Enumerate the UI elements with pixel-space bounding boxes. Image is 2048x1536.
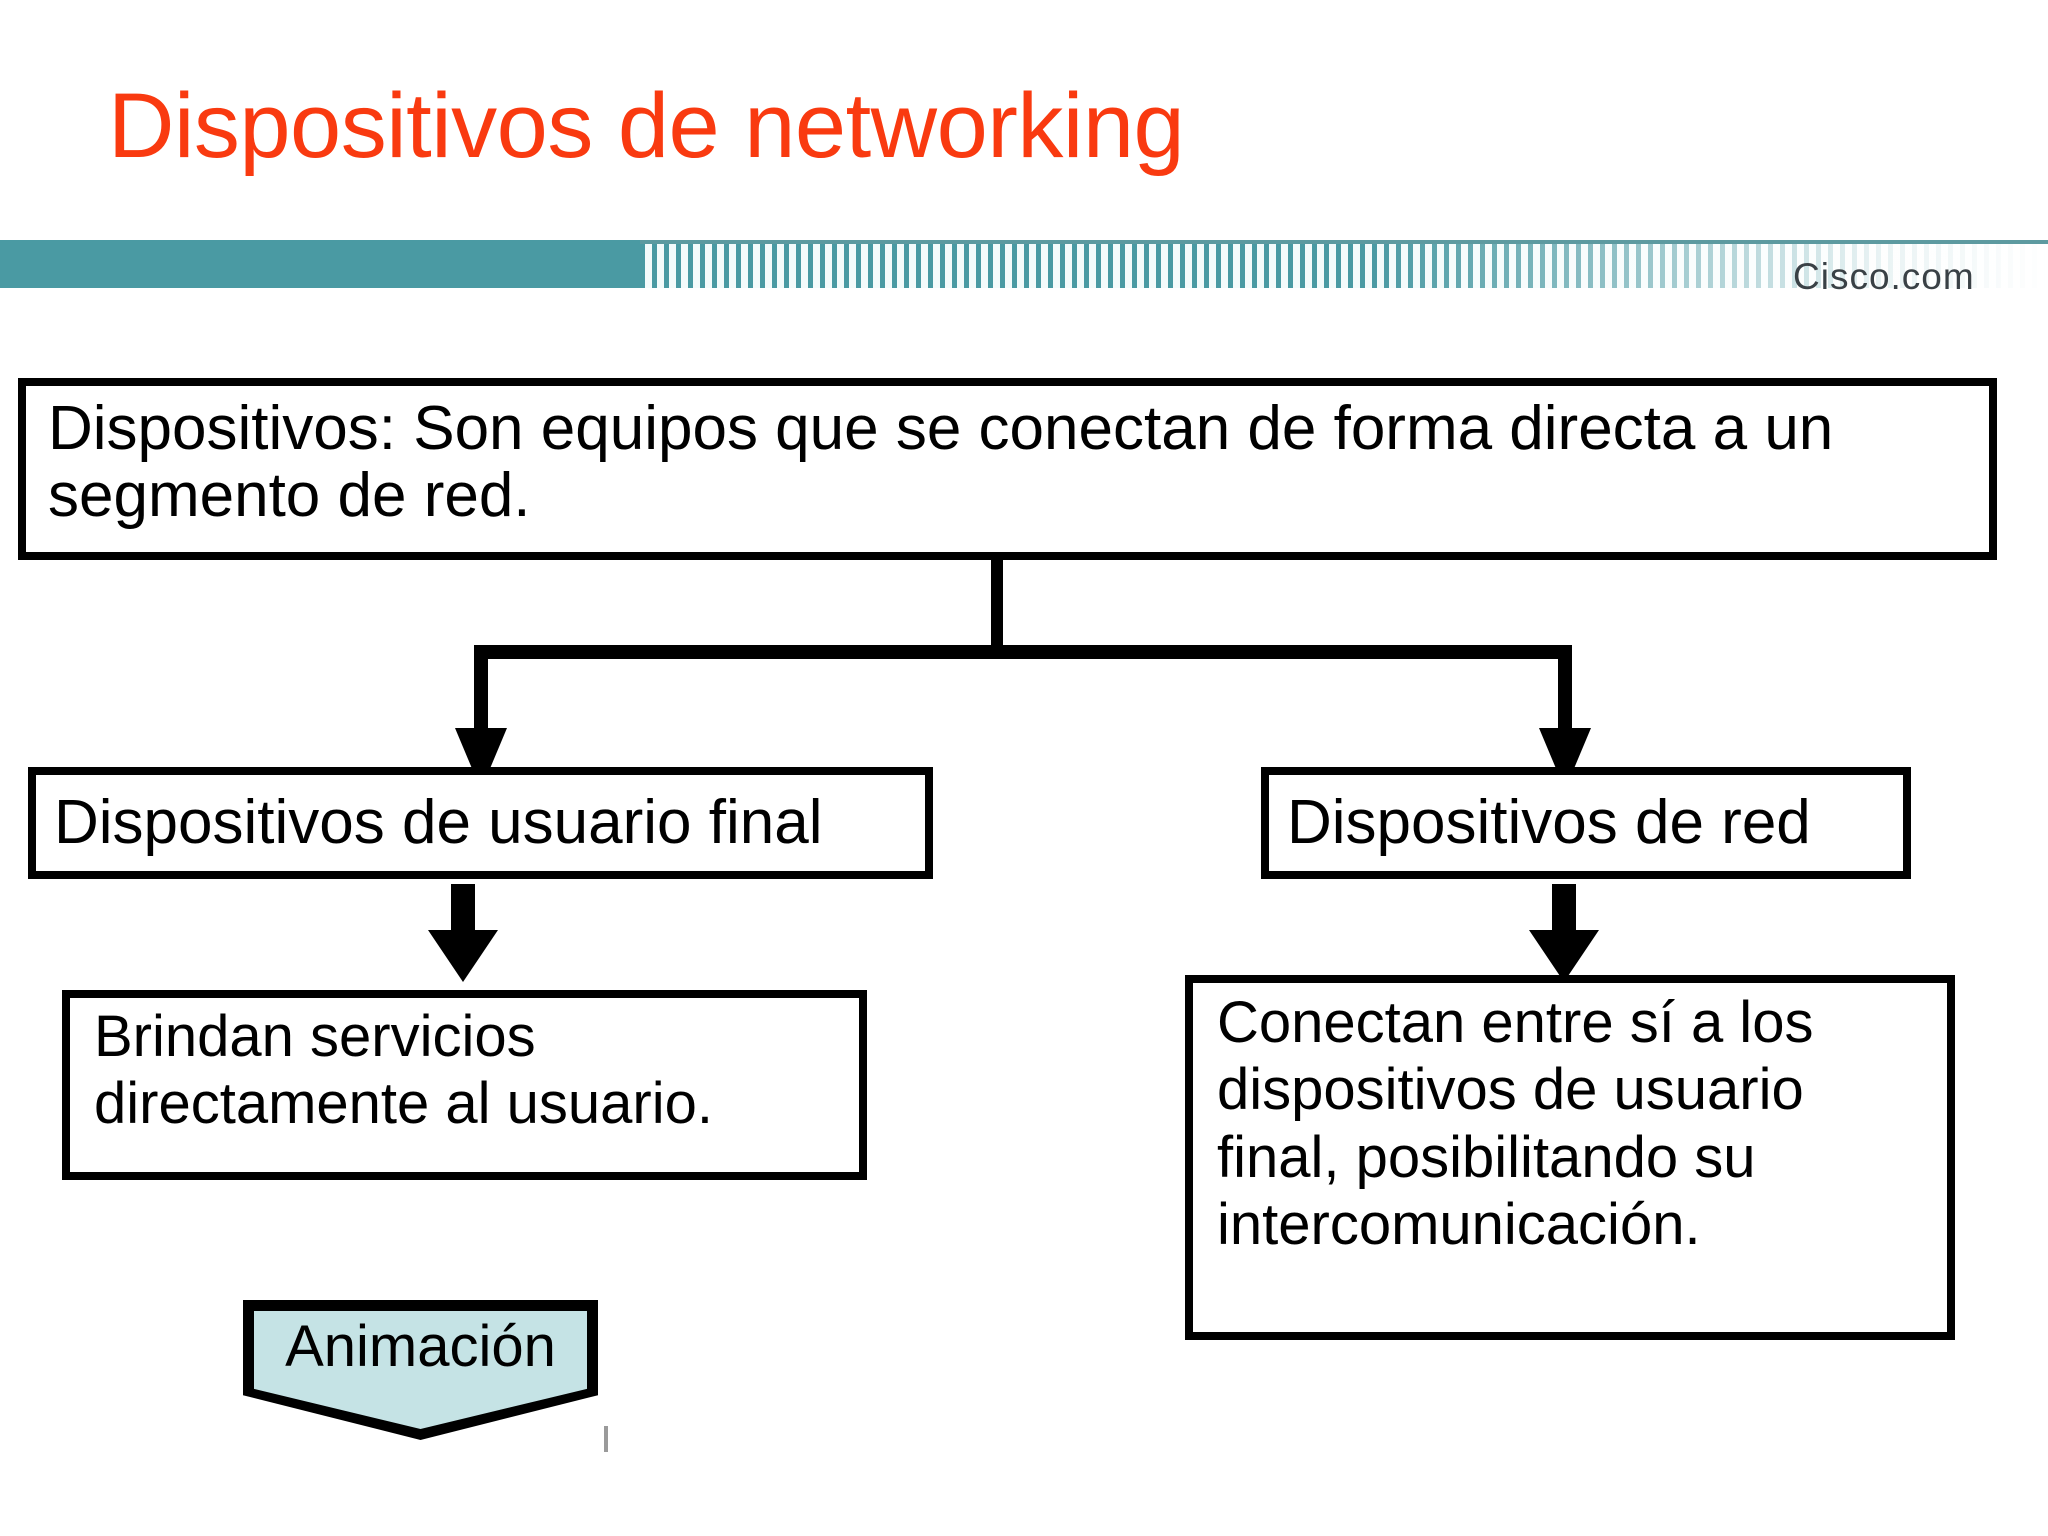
description-text-network-devices: Conectan entre sí a los dispositivos de … xyxy=(1217,990,1814,1257)
connector-drop-right xyxy=(1558,645,1572,730)
band-solid-block xyxy=(0,240,640,288)
animation-button[interactable]: Animación xyxy=(243,1300,598,1440)
branch-label-end-user-devices: Dispositivos de usuario final xyxy=(54,788,823,857)
description-box-network-devices: Conectan entre sí a los dispositivos de … xyxy=(1185,975,1955,1340)
arrow-down-icon-right-lower xyxy=(1529,930,1599,982)
band-top-rule xyxy=(640,240,2048,244)
page-title: Dispositivos de networking xyxy=(108,75,1185,177)
description-box-end-user-devices: Brindan servicios directamente al usuari… xyxy=(62,990,867,1180)
header-band xyxy=(0,240,2048,288)
branch-box-network-devices: Dispositivos de red xyxy=(1261,767,1911,879)
root-definition-text: Dispositivos: Son equipos que se conecta… xyxy=(48,394,1834,530)
connector-horizontal-bar xyxy=(474,645,1572,659)
connector-root-stem xyxy=(991,560,1003,650)
arrow-down-icon-left-lower xyxy=(428,930,498,982)
animation-button-label: Animación xyxy=(285,1314,556,1379)
connector-shaft-left-lower xyxy=(451,884,475,936)
description-text-end-user-devices: Brindan servicios directamente al usuari… xyxy=(94,1004,713,1136)
cisco-logo: Cisco.com xyxy=(1793,256,1975,297)
text-cursor-artifact xyxy=(604,1426,608,1452)
branch-label-network-devices: Dispositivos de red xyxy=(1287,788,1811,857)
connector-drop-left xyxy=(474,645,488,730)
branch-box-end-user-devices: Dispositivos de usuario final xyxy=(28,767,933,879)
band-stripe-fade xyxy=(640,240,2048,288)
connector-shaft-right-lower xyxy=(1552,884,1576,936)
root-definition-box: Dispositivos: Son equipos que se conecta… xyxy=(18,378,1997,560)
